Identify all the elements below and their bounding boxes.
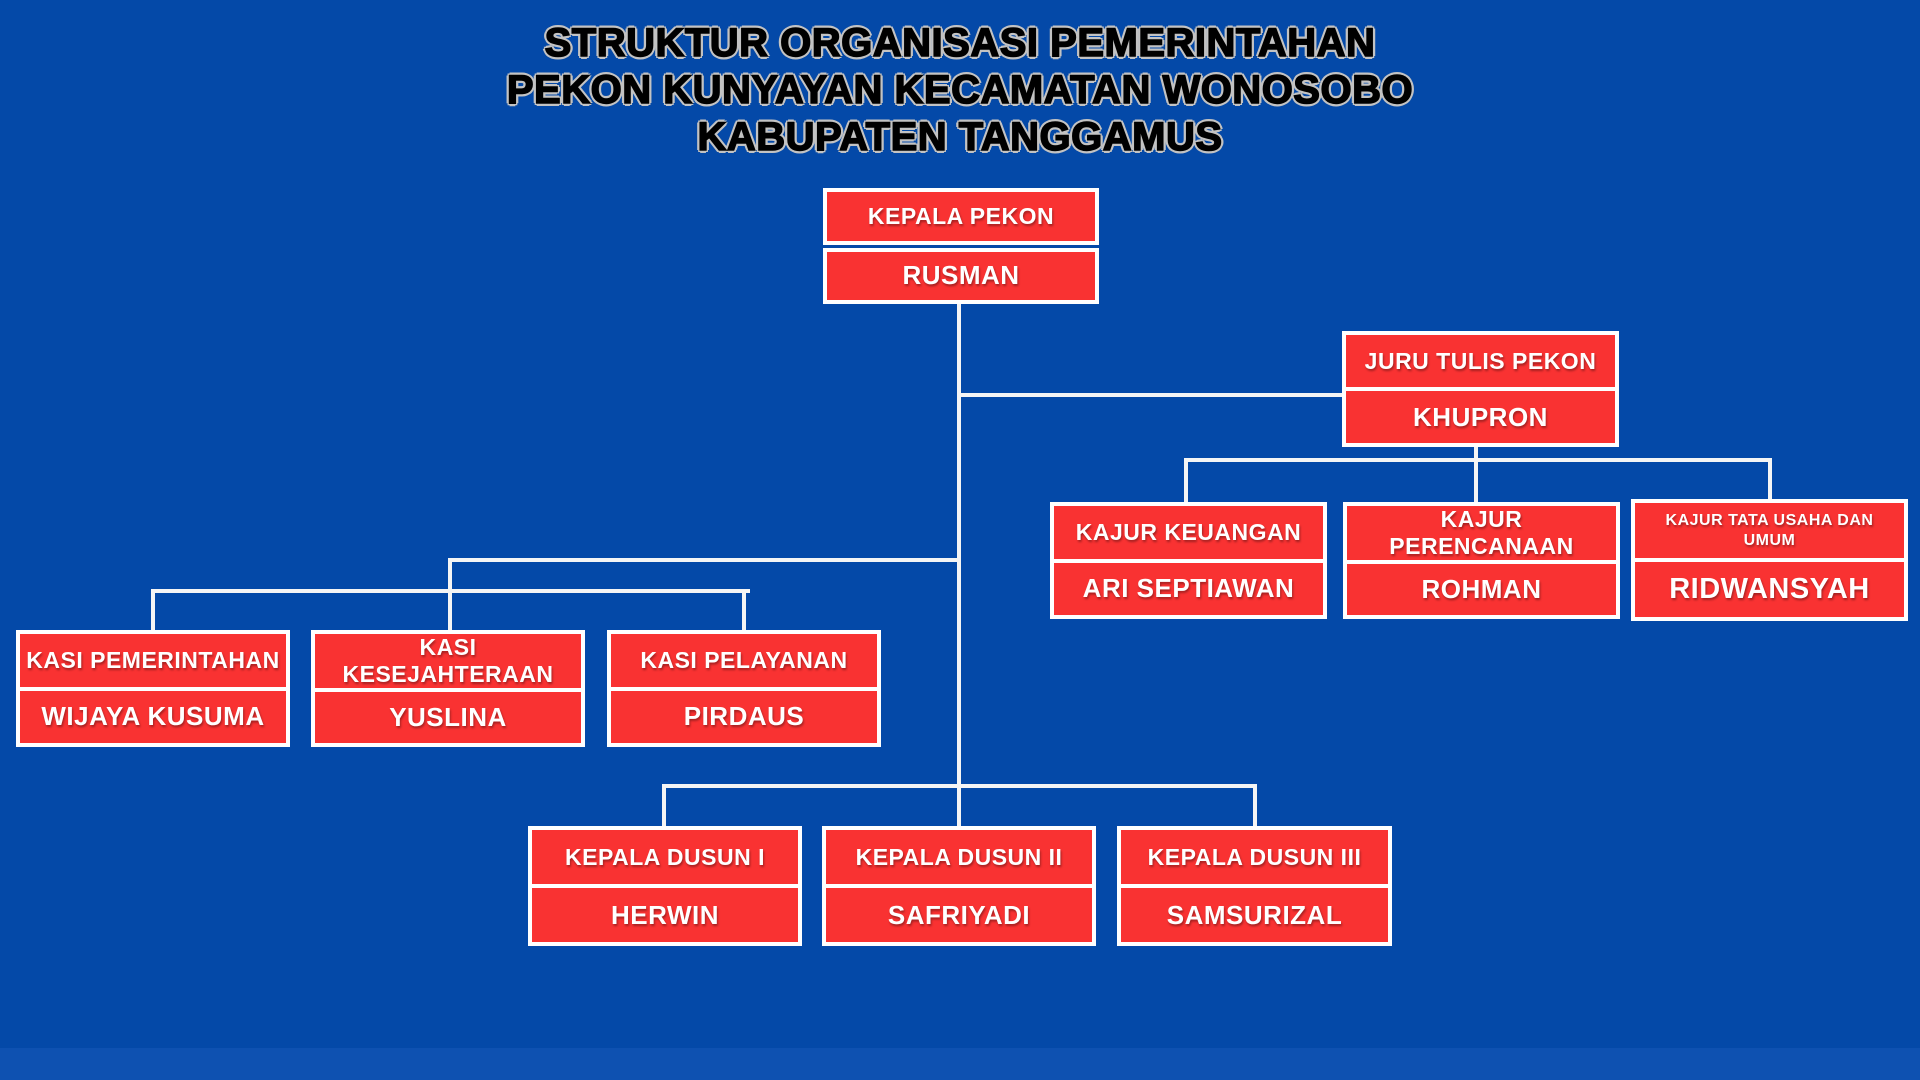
- role-label: KASI PELAYANAN: [640, 646, 848, 673]
- name-box: PIRDAUS: [611, 690, 877, 743]
- title-line-2: PEKON KUNYAYAN KECAMATAN WONOSOBO: [506, 67, 1414, 113]
- name-label: RIDWANSYAH: [1669, 573, 1870, 605]
- role-box: JURU TULIS PEKON: [1346, 335, 1615, 387]
- connector-line: [662, 784, 1257, 788]
- connector-line: [1768, 458, 1772, 501]
- role-box: KAJUR KEUANGAN: [1054, 506, 1323, 559]
- name-label: SAMSURIZAL: [1166, 899, 1343, 930]
- page-title: STRUKTUR ORGANISASI PEMERINTAHAN PEKON K…: [0, 20, 1920, 161]
- connector-line: [742, 589, 746, 632]
- name-label: HERWIN: [611, 899, 719, 930]
- role-label: KAJUR TATA USAHA DAN UMUM: [1665, 511, 1874, 549]
- role-box: KEPALA DUSUN II: [826, 830, 1092, 884]
- org-node-kasi-pelayanan: KASI PELAYANAN PIRDAUS: [607, 630, 881, 747]
- name-box: SAMSURIZAL: [1121, 888, 1388, 942]
- title-line-1: STRUKTUR ORGANISASI PEMERINTAHAN: [544, 20, 1376, 66]
- role-box: KAJUR PERENCANAAN: [1347, 506, 1616, 560]
- connector-line: [1253, 784, 1257, 828]
- name-label: YUSLINA: [389, 702, 507, 732]
- name-label: KHUPRON: [1413, 401, 1548, 432]
- role-box: KEPALA DUSUN I: [532, 830, 798, 884]
- role-label: KEPALA DUSUN II: [855, 843, 1063, 870]
- role-label: KEPALA PEKON: [867, 202, 1055, 229]
- name-box: ARI SEPTIAWAN: [1054, 562, 1323, 615]
- org-node-kasi-kesejahteraan: KASI KESEJAHTERAAN YUSLINA: [311, 630, 585, 747]
- org-node-juru-tulis-pekon: JURU TULIS PEKON KHUPRON: [1342, 331, 1619, 447]
- name-label: RUSMAN: [902, 260, 1020, 291]
- connector-line: [151, 589, 155, 632]
- name-label: SAFRIYADI: [887, 899, 1031, 930]
- name-label: ROHMAN: [1421, 574, 1542, 604]
- name-box: KHUPRON: [1346, 391, 1615, 443]
- connector-line: [1474, 447, 1478, 462]
- connector-line: [448, 558, 452, 593]
- role-label: KEPALA DUSUN I: [565, 843, 765, 870]
- role-box: KASI KESEJAHTERAAN: [315, 634, 581, 688]
- name-box: RUSMAN: [823, 247, 1099, 304]
- name-box: YUSLINA: [315, 692, 581, 743]
- connector-line: [1474, 458, 1478, 504]
- name-box: HERWIN: [532, 888, 798, 942]
- org-node-kajur-perencanaan: KAJUR PERENCANAAN ROHMAN: [1343, 502, 1620, 619]
- name-box: ROHMAN: [1347, 564, 1616, 615]
- name-box: WIJAYA KUSUMA: [20, 690, 286, 743]
- connector-line: [448, 558, 961, 562]
- connector-line: [448, 589, 452, 632]
- org-node-kepala-dusun-1: KEPALA DUSUN I HERWIN: [528, 826, 802, 946]
- name-label: WIJAYA KUSUMA: [41, 701, 265, 732]
- org-node-kajur-keuangan: KAJUR KEUANGAN ARI SEPTIAWAN: [1050, 502, 1327, 619]
- connector-line: [957, 302, 961, 830]
- role-box: KEPALA PEKON: [823, 188, 1099, 245]
- connector-line: [662, 784, 666, 828]
- role-label: KEPALA DUSUN III: [1147, 843, 1362, 870]
- name-label: ARI SEPTIAWAN: [1082, 573, 1295, 604]
- role-label: KAJUR KEUANGAN: [1075, 518, 1302, 545]
- title-line-3: KABUPATEN TANGGAMUS: [697, 114, 1223, 160]
- role-box: KASI PEMERINTAHAN: [20, 634, 286, 687]
- connector-line: [957, 393, 1343, 397]
- org-node-kepala-pekon: KEPALA PEKON RUSMAN: [823, 188, 1099, 304]
- role-label: KASI KESEJAHTERAAN: [342, 634, 554, 687]
- connector-line: [1184, 458, 1188, 504]
- org-node-kajur-tata-usaha-dan-umum: KAJUR TATA USAHA DAN UMUM RIDWANSYAH: [1631, 499, 1908, 621]
- org-node-kepala-dusun-2: KEPALA DUSUN II SAFRIYADI: [822, 826, 1096, 946]
- name-label: PIRDAUS: [683, 701, 805, 732]
- org-node-kasi-pemerintahan: KASI PEMERINTAHAN WIJAYA KUSUMA: [16, 630, 290, 747]
- bottom-strip: [0, 1048, 1920, 1080]
- name-box: RIDWANSYAH: [1635, 562, 1904, 617]
- role-box: KEPALA DUSUN III: [1121, 830, 1388, 884]
- role-label: JURU TULIS PEKON: [1364, 347, 1597, 374]
- connector-line: [1184, 458, 1772, 462]
- role-box: KASI PELAYANAN: [611, 634, 877, 687]
- role-box: KAJUR TATA USAHA DAN UMUM: [1635, 503, 1904, 558]
- role-label: KASI PEMERINTAHAN: [26, 646, 280, 673]
- org-node-kepala-dusun-3: KEPALA DUSUN III SAMSURIZAL: [1117, 826, 1392, 946]
- role-label: KAJUR PERENCANAAN: [1389, 506, 1574, 559]
- name-box: SAFRIYADI: [826, 888, 1092, 942]
